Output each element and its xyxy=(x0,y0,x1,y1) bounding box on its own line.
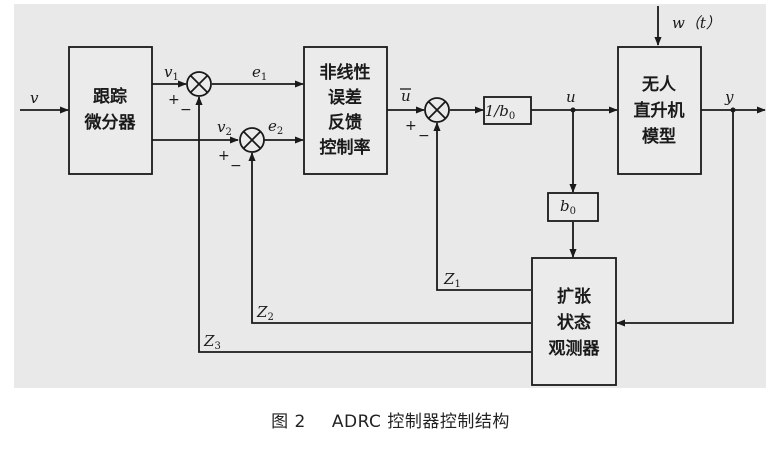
eso-label-line3: 观测器 xyxy=(548,338,601,359)
helicopter-model-block xyxy=(617,46,702,175)
signal-z3: Z3 xyxy=(203,332,221,352)
sum-junction-3 xyxy=(424,97,450,123)
plant-label-line1: 无人 xyxy=(641,75,677,95)
b0-gain-block xyxy=(547,192,599,222)
nonlinear-error-feedback-block xyxy=(303,46,388,175)
tracking-differentiator-block xyxy=(68,46,153,175)
nlsef-label-line1: 非线性 xyxy=(320,62,371,83)
signal-v2: v2 xyxy=(217,118,232,138)
signal-v1: v1 xyxy=(164,63,179,83)
sum-junction-2 xyxy=(239,127,265,153)
signal-y: y xyxy=(724,88,734,106)
plant-label-line2: 直升机 xyxy=(634,100,685,121)
sum3-plus-sign: + xyxy=(405,118,417,134)
eso-label-line2: 状态 xyxy=(557,312,591,333)
signal-u: u xyxy=(566,88,576,106)
signal-e2: e2 xyxy=(268,117,283,137)
td-label-line2: 微分器 xyxy=(84,112,137,133)
sum1-plus-sign: + xyxy=(168,92,180,108)
eso-label-line1: 扩张 xyxy=(557,286,592,307)
sum2-minus-sign: − xyxy=(230,158,242,174)
nlsef-label-line4: 控制率 xyxy=(320,137,371,158)
figure-number: 图 2 xyxy=(271,412,306,432)
figure-caption: 图 2 ADRC 控制器控制结构 xyxy=(0,407,781,432)
extended-state-observer-block xyxy=(531,257,617,386)
figure-title: ADRC 控制器控制结构 xyxy=(331,412,510,432)
sum1-minus-sign: − xyxy=(180,102,192,118)
plant-label-line3: 模型 xyxy=(642,126,676,147)
sum-junction-1 xyxy=(186,71,212,97)
b0-label: b0 xyxy=(560,197,576,217)
signal-v: v xyxy=(30,89,39,107)
nlsef-label-line2: 误差 xyxy=(328,87,362,108)
inverse-gain-block xyxy=(483,96,532,125)
signal-z2: Z2 xyxy=(256,303,274,323)
td-label-line1: 跟踪 xyxy=(93,86,127,107)
signal-disturbance-w: w（t） xyxy=(672,14,721,32)
sum2-plus-sign: + xyxy=(218,148,230,164)
signal-z1: Z1 xyxy=(443,270,461,290)
sum3-minus-sign: − xyxy=(418,128,430,144)
nlsef-label-line3: 反馈 xyxy=(328,112,362,133)
signal-e1: e1 xyxy=(252,63,267,83)
inverse-gain-label: 1/b0 xyxy=(485,102,516,122)
signal-u0: u xyxy=(401,87,411,105)
